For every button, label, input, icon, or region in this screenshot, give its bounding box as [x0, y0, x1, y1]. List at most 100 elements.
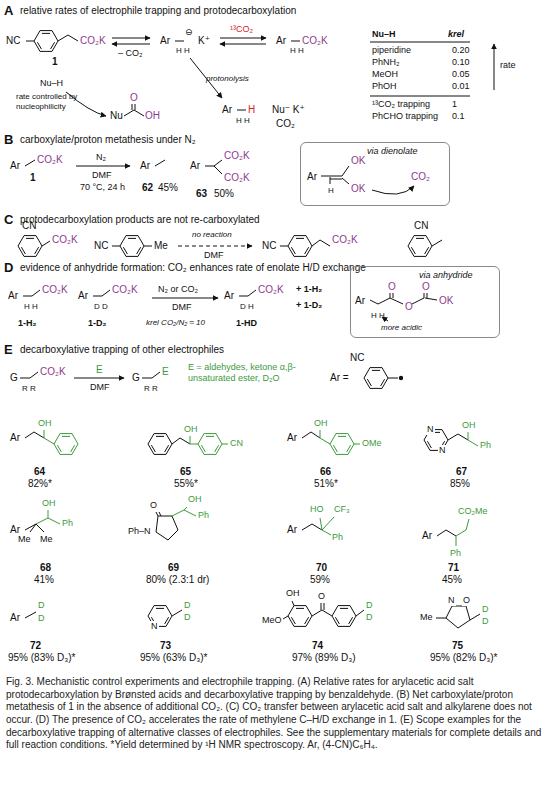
chem-label: Ar: [8, 290, 18, 302]
chem-label: OH: [462, 420, 476, 431]
chem-label: 66: [320, 466, 331, 478]
chem-label: Ar =: [330, 372, 349, 384]
chem-label: D: [184, 612, 191, 623]
chem-label: more acidic: [381, 323, 422, 333]
chem-label: Ar: [307, 171, 317, 183]
chem-label: OH: [42, 498, 56, 509]
chem-label: protodecarboxylation products are not re…: [20, 214, 260, 226]
chem-label: 1: [452, 99, 457, 110]
chem-label: decarboxylative trapping of other electr…: [20, 344, 224, 356]
chem-label: H: [371, 311, 377, 321]
chem-label: 70 °C, 24 h: [80, 182, 125, 193]
chem-label: DMF: [92, 170, 112, 181]
chem-label: MeO: [262, 615, 282, 626]
chem-label: 0.05: [452, 69, 470, 80]
chem-label: OK: [351, 155, 365, 167]
chem-label: 82%*: [28, 478, 52, 490]
chem-label: NC: [350, 352, 364, 364]
chem-label: 70: [316, 562, 327, 574]
chem-label: N: [438, 445, 447, 456]
chem-label: protonolysis: [206, 74, 249, 84]
chem-label: OK: [439, 295, 453, 307]
chem-label: CO₂: [411, 171, 430, 183]
chem-label: MeOH: [372, 69, 398, 80]
chem-label: 1: [30, 172, 36, 184]
chem-label: Me: [40, 534, 53, 545]
chem-label: 1: [52, 56, 58, 68]
chem-label: E = aldehydes, ketone α,β-unsaturated es…: [188, 362, 313, 384]
chem-label: O: [318, 591, 325, 602]
panel-letter: D: [4, 260, 13, 276]
chem-label: Nu–H: [372, 29, 396, 40]
chem-label: 51%*: [314, 478, 338, 490]
chem-label: O: [462, 595, 471, 606]
chem-label: E: [96, 364, 103, 376]
chem-label: 95% (83% D₃)*: [8, 652, 75, 664]
chem-label: CN: [230, 438, 243, 449]
chem-label: 69: [168, 562, 179, 574]
attachment-dot: [399, 376, 403, 380]
mechanism-inset: via dienolateArOKOKHCO₂: [300, 142, 450, 206]
chem-label: 95% (63% D₃)*: [140, 652, 207, 664]
chem-label: D D: [94, 302, 108, 312]
chem-label: 95% (82% D₃)*: [430, 652, 497, 664]
chem-label: N: [426, 424, 435, 435]
inset-heading: via anhydride: [419, 270, 473, 281]
chem-label: Me: [420, 612, 433, 623]
reaction-arrows: [66, 38, 494, 378]
chem-label: D: [184, 600, 191, 611]
panel-letter: E: [4, 342, 13, 358]
chem-label: Ar: [78, 290, 88, 302]
chem-label: NC: [262, 240, 276, 252]
chem-label: OMe: [362, 438, 382, 449]
chem-label: Ar: [160, 35, 170, 47]
panel-letter: A: [4, 3, 13, 19]
chem-label: OH: [314, 418, 328, 429]
chem-label: K⁺: [198, 35, 210, 47]
chem-label: 45%: [158, 182, 178, 194]
chem-label: CO₂K: [52, 234, 78, 246]
chem-label: OH: [188, 494, 202, 505]
chem-label: D H: [240, 302, 254, 312]
chem-label: no reaction: [192, 230, 232, 240]
chem-label: 67: [456, 466, 467, 478]
chem-label: 45%: [442, 574, 462, 586]
chem-label: D: [482, 616, 489, 627]
chem-label: OH: [286, 588, 300, 599]
electrophile-rings: [54, 434, 354, 455]
chem-label: 75: [452, 640, 463, 652]
chem-label: O: [422, 281, 430, 293]
chem-label: CN: [414, 220, 428, 232]
chem-label: CN: [22, 220, 36, 232]
chem-label: PhOH: [372, 81, 397, 92]
chem-label: Nu–H: [40, 78, 63, 89]
chem-label: 50%: [214, 188, 234, 200]
chem-label: CO₂K: [42, 284, 68, 296]
chem-label: OK: [351, 183, 365, 195]
chem-label: rate controlled by nucleophilicity: [16, 92, 90, 111]
chem-label: H H: [236, 116, 250, 126]
chem-label: 63: [196, 188, 207, 200]
chem-label: O: [388, 281, 396, 293]
chem-label: relative rates of electrophile trapping …: [20, 5, 296, 17]
chem-label: carboxylate/proton metathesis under N₂: [20, 134, 196, 146]
chem-label: 64: [34, 466, 45, 478]
chem-label: D: [366, 600, 373, 611]
chem-label: 1-D₂: [88, 318, 107, 329]
chem-label: 0.10: [452, 57, 470, 68]
chem-label: D: [38, 600, 45, 611]
panel-letter: B: [4, 132, 13, 148]
chem-label: 0.01: [452, 81, 470, 92]
chem-label: 0.20: [452, 45, 470, 56]
chem-label: H H: [176, 46, 190, 56]
chem-label: ¹³CO₂: [230, 24, 253, 35]
chem-label: krel: [448, 29, 464, 40]
chem-label: Ph: [62, 518, 73, 529]
chem-label: CO₂K: [332, 234, 358, 246]
chem-label: Me: [154, 240, 168, 252]
chem-label: 73: [160, 640, 171, 652]
chem-label: Ph: [450, 548, 461, 559]
chem-label: PhCHO trapping: [372, 111, 438, 122]
chem-label: DMF: [172, 302, 192, 313]
chem-label: N: [447, 595, 456, 606]
